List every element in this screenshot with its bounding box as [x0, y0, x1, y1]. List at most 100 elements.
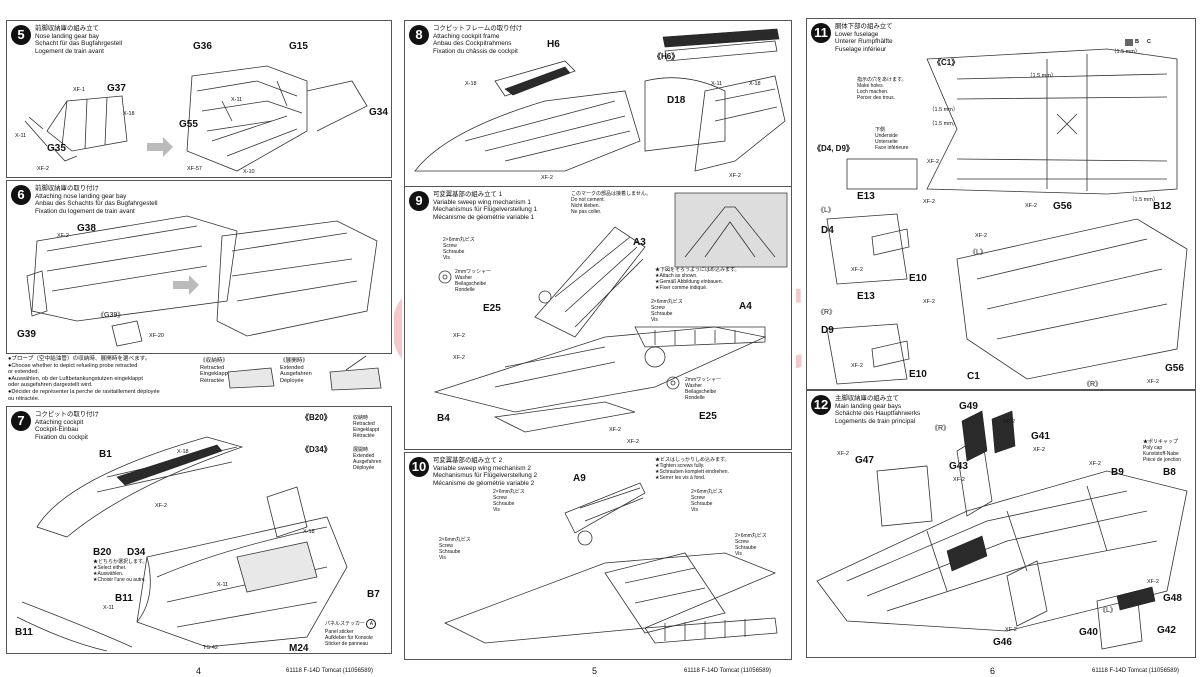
- d34-extended: 《D34》: [301, 445, 332, 454]
- part-e10: E10: [909, 273, 927, 284]
- probe-retracted-drawing: [227, 367, 275, 389]
- part-e10b: E10: [909, 369, 927, 380]
- part-a4: A4: [739, 301, 752, 312]
- paint-xf2f: XF-2: [1025, 203, 1037, 209]
- step-number: 11: [811, 23, 831, 43]
- wing-mechanism-1-drawing: [433, 192, 788, 433]
- part-d34: D34: [127, 547, 146, 558]
- marker-b: B: [1135, 39, 1139, 45]
- page-footer: 61118 F-14D Tomcat (11056589): [286, 668, 373, 674]
- part-h6: H6: [547, 39, 560, 50]
- cockpit-install-drawing: [16, 436, 348, 652]
- part-g37: G37: [107, 83, 126, 94]
- part-h6-detail: 《H6》: [653, 52, 680, 61]
- part-g41: G41: [1031, 431, 1050, 442]
- paint-xf2c: XF-2: [851, 267, 863, 273]
- paint-xf2b: XF-2: [837, 451, 849, 457]
- attach-note: ★下図をそろうようにはめ込みます。★Attach as shown.★Gemäß…: [655, 267, 740, 291]
- part-b11: B11: [115, 593, 133, 604]
- page-footer: 61118 F-14D Tomcat (11056589): [684, 668, 771, 674]
- paint-x18b: X-18: [303, 529, 315, 535]
- make-holes-note: 指示の穴をあけます。Make holes.Loch machen.Percer …: [857, 77, 907, 101]
- paint-xf2: XF-2: [57, 233, 69, 239]
- part-g46: G46: [993, 637, 1012, 648]
- paint-xf2b: XF-2: [729, 173, 741, 179]
- part-b9: B9: [1111, 467, 1124, 478]
- paint-xf20: XF-20: [149, 333, 164, 339]
- part-e25: E25: [483, 303, 501, 314]
- paint-x11b: X-11: [231, 97, 243, 103]
- tighten-note: ★ビスはしっかりしめ込みます。★Tighten screws fully.★Sc…: [655, 457, 730, 481]
- part-a9: A9: [573, 473, 586, 484]
- part-m24: M24: [289, 643, 309, 654]
- part-g39-detail: 《G39》: [97, 312, 125, 319]
- part-g42: G42: [1157, 625, 1176, 636]
- paint-xf2: XF-2: [37, 166, 49, 172]
- part-e13: E13: [857, 191, 875, 202]
- step-number: 8: [409, 25, 429, 45]
- paint-xf2c: XF-2: [953, 477, 965, 483]
- part-g15: G15: [289, 41, 308, 52]
- paint-x11: X-11: [711, 81, 723, 87]
- part-g38: G38: [77, 223, 96, 234]
- part-d4: D4: [821, 225, 834, 236]
- nose-bay-install-drawing: [26, 215, 378, 347]
- hole-size-3: （1.5 mm）: [929, 121, 959, 127]
- paint-x10: X-10: [243, 169, 255, 175]
- paint-xf2g: XF-2: [975, 233, 987, 239]
- cockpit-frame-drawing: [414, 28, 786, 172]
- part-a3: A3: [633, 237, 646, 248]
- paint-xf2d: XF-2: [1033, 447, 1045, 453]
- paint-xf2e: XF-2: [1089, 461, 1101, 467]
- paint-x11b: X-11: [103, 605, 115, 611]
- paint-xf2g: XF-2: [1005, 627, 1017, 633]
- paint-xf2f: XF-2: [1147, 579, 1159, 585]
- paint-xf57: XF-57: [187, 166, 202, 172]
- part-b20: B20: [93, 547, 112, 558]
- part-g43: G43: [949, 461, 968, 472]
- paint-x18b: X-18: [749, 81, 761, 87]
- left-label-b: 《L》: [969, 249, 987, 256]
- paint-x11: X-11: [217, 582, 229, 588]
- part-b4: B4: [437, 413, 450, 424]
- part-c1-detail: 《C1》: [933, 58, 960, 67]
- left-label: 《L》: [817, 207, 835, 214]
- paint-xf2d: XF-2: [923, 299, 935, 305]
- part-g56b: G56: [1165, 363, 1184, 374]
- right-label: 《R》: [817, 309, 837, 316]
- paint-ts42: TS-42: [203, 645, 218, 651]
- hole-size-5: （1.5 mm）: [1027, 73, 1057, 79]
- part-g36: G36: [193, 41, 212, 52]
- paint-xf2b: XF-2: [453, 355, 465, 361]
- paint-xf2b: XF-2: [923, 199, 935, 205]
- part-b8: B8: [1163, 467, 1176, 478]
- no-cement-note: このマークの部品は接着しません。Do not cement.Nicht kleb…: [571, 191, 651, 215]
- paint-xf2h: XF-2: [1147, 379, 1159, 385]
- part-e13b: E13: [857, 291, 875, 302]
- paint-x18: X-18: [177, 449, 189, 455]
- step-number: 9: [409, 191, 429, 211]
- nose-gear-bay-drawing: [24, 65, 368, 172]
- page-number: 5: [592, 666, 598, 676]
- part-e25b: E25: [699, 411, 717, 422]
